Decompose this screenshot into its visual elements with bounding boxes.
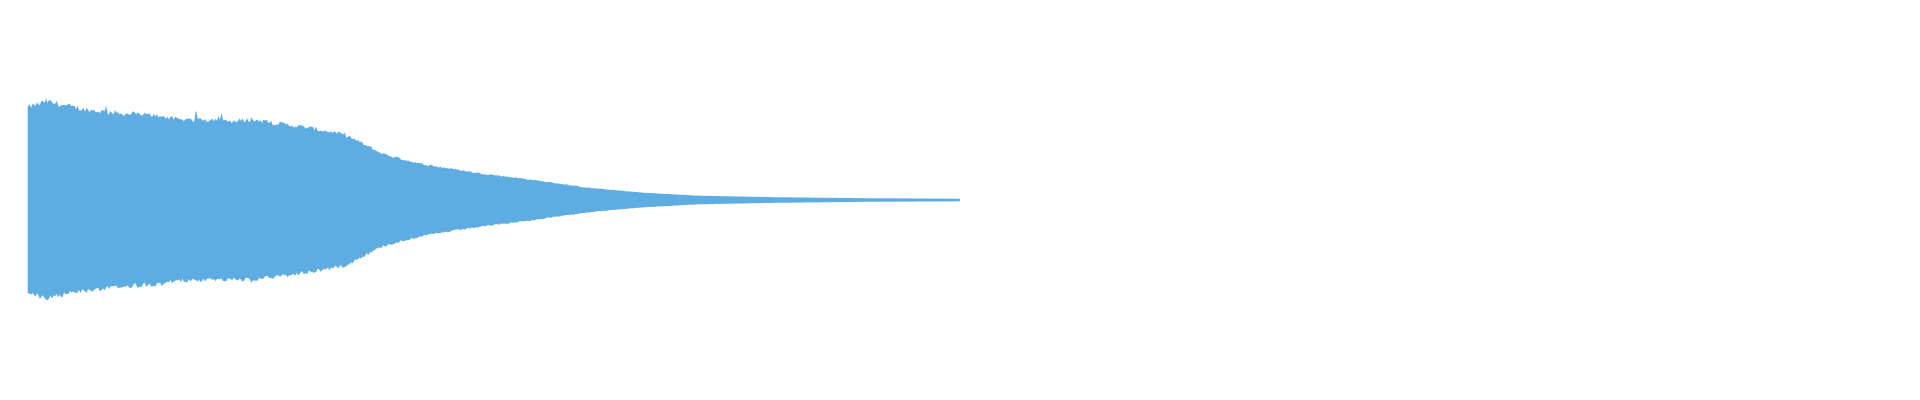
waveform-envelope — [27, 98, 960, 301]
